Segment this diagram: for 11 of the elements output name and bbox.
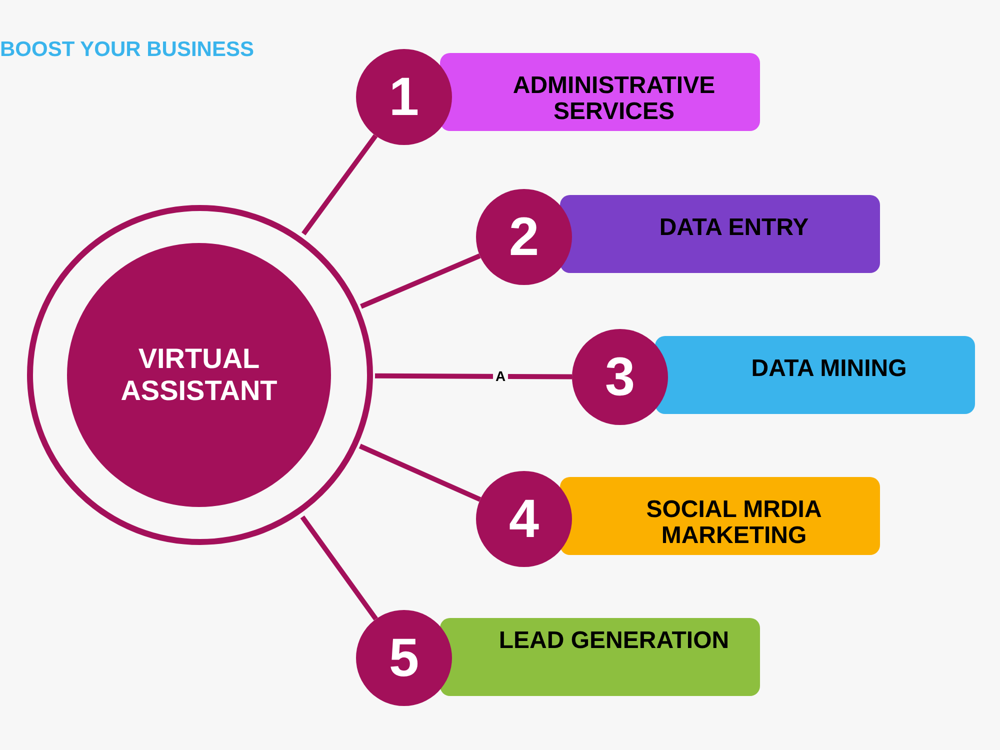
service-bar: DATA ENTRY — [560, 195, 880, 273]
title: BOOST YOUR BUSINESS — [0, 37, 254, 63]
service-bar: DATA MINING — [655, 336, 975, 414]
service-bar: SOCIAL MRDIA MARKETING — [560, 477, 880, 555]
service-bar: LEAD GENERATION — [440, 618, 760, 696]
service-bar: ADMINISTRATIVE SERVICES — [440, 53, 760, 131]
connector-line — [302, 134, 378, 236]
connector-line — [300, 516, 378, 621]
connector-line — [360, 254, 481, 309]
connector-line — [358, 444, 482, 502]
connector-line — [374, 373, 572, 380]
